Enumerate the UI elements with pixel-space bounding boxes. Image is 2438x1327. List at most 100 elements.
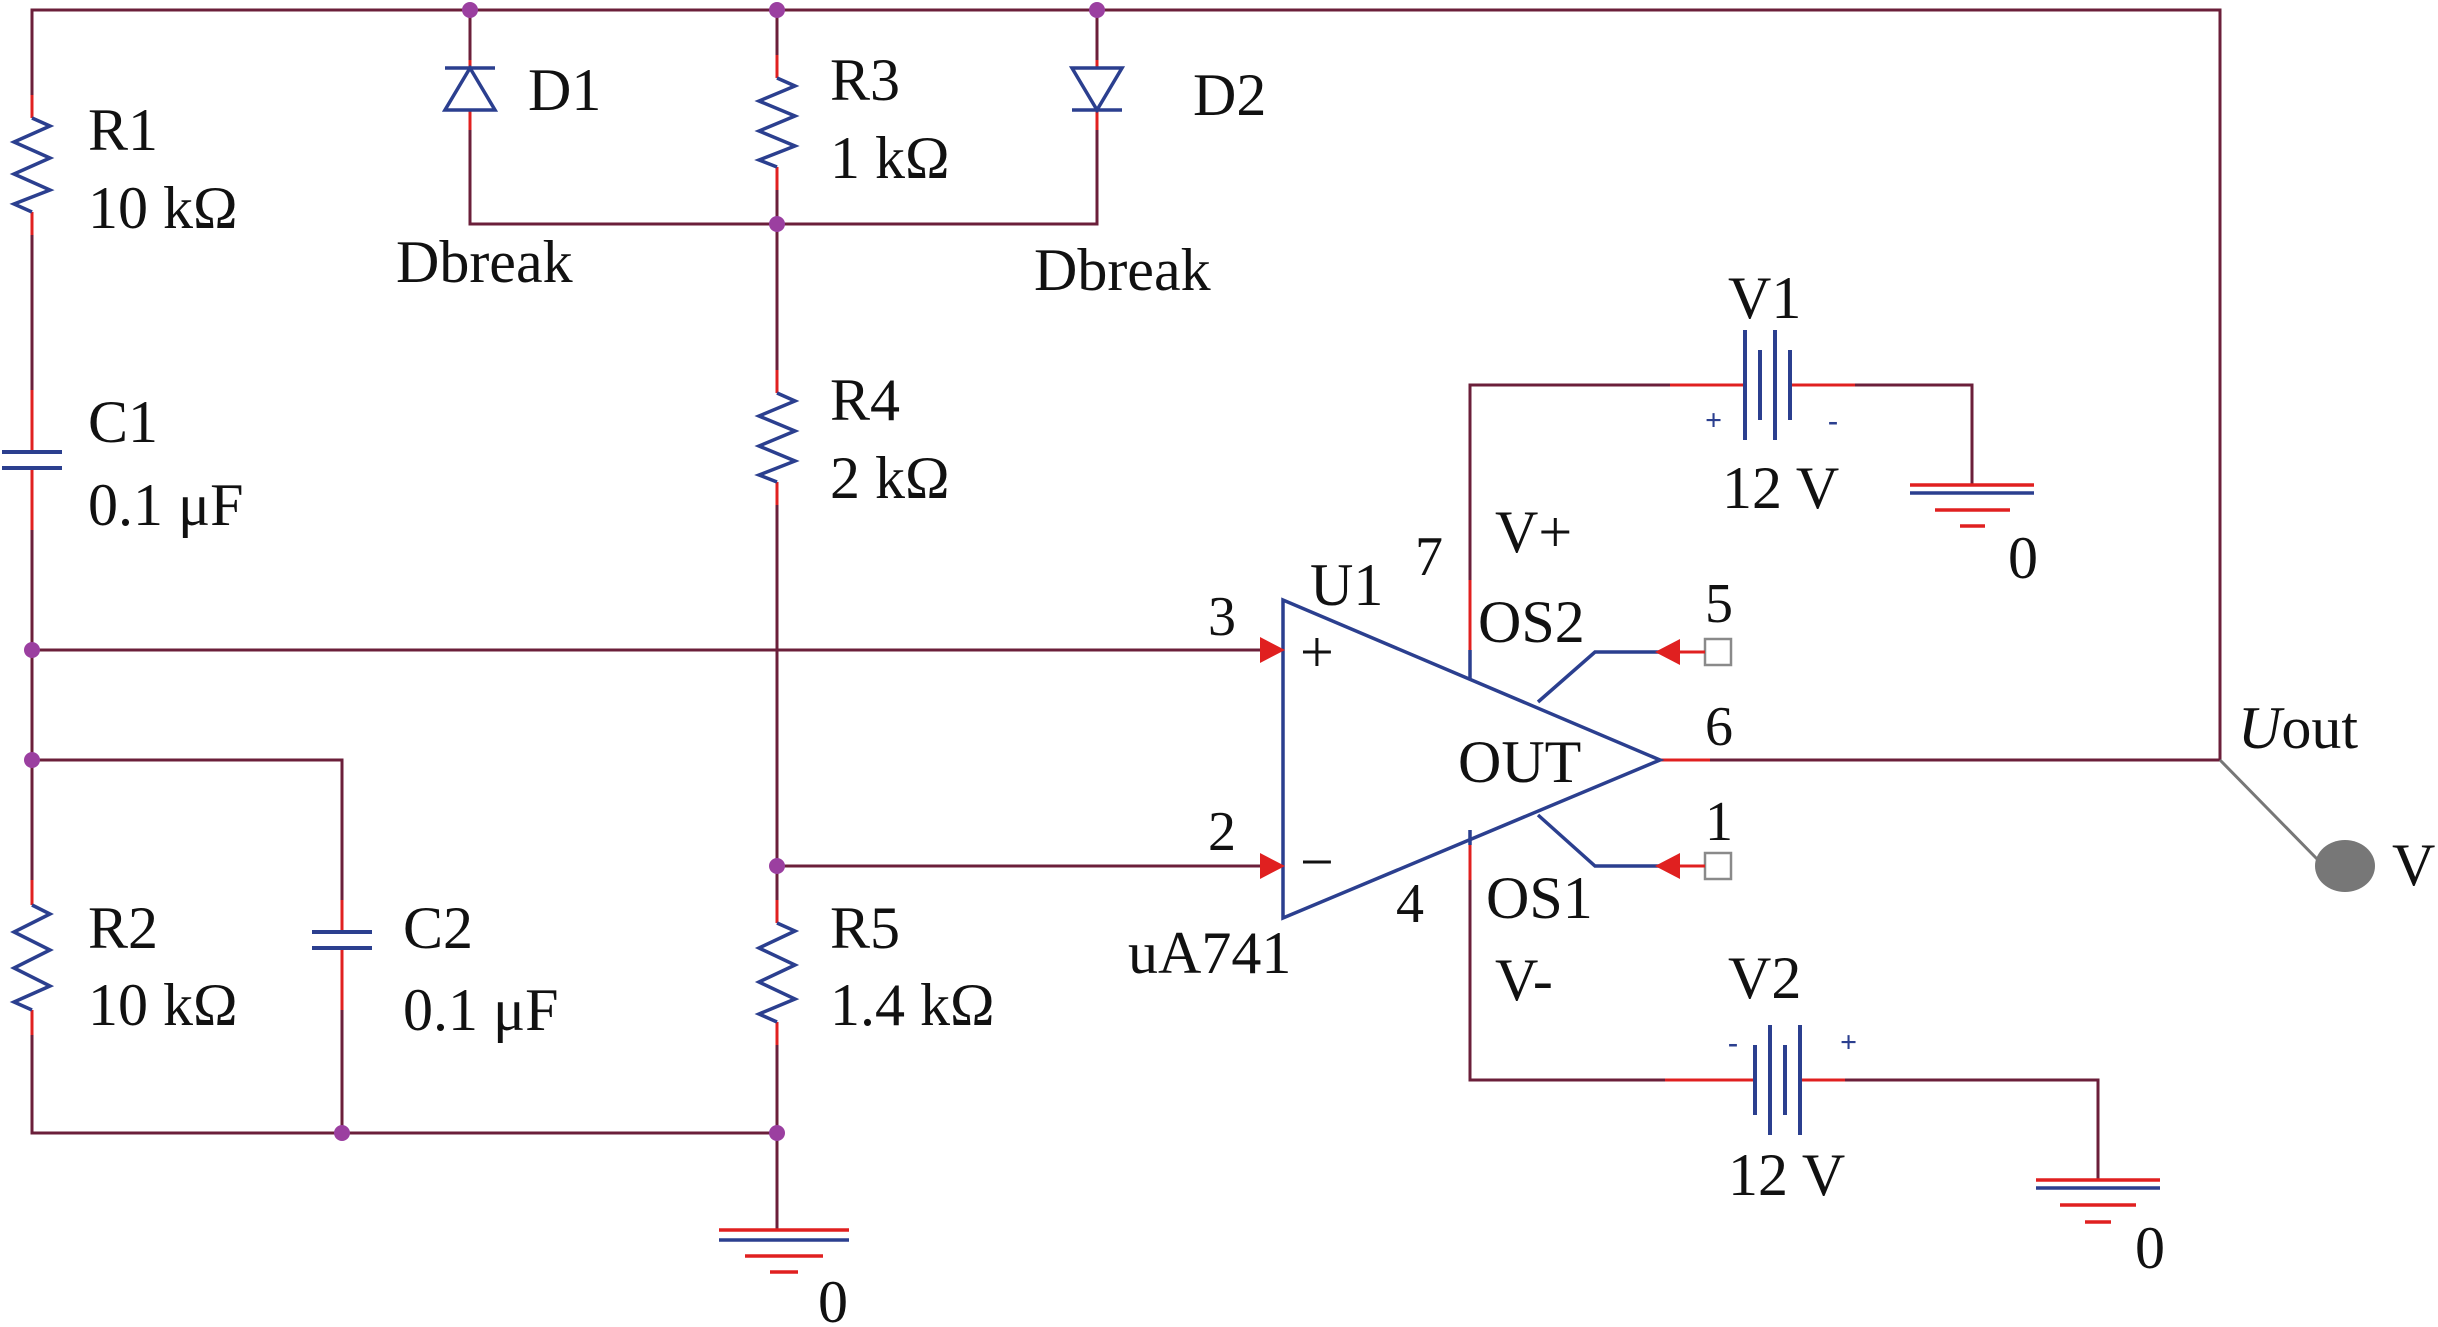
batteries bbox=[1743, 330, 1802, 1135]
capacitors bbox=[2, 450, 372, 950]
ground-v1-icon bbox=[1910, 483, 2034, 528]
resistor-r5 bbox=[754, 921, 800, 1024]
wire-vminus bbox=[1468, 878, 1667, 1082]
pin-noninv-arrow bbox=[1260, 637, 1285, 663]
junction-dot bbox=[462, 2, 478, 18]
wire-c2-top bbox=[30, 758, 344, 902]
output-probe bbox=[2218, 758, 2375, 892]
v1-plus-mark: + bbox=[1705, 404, 1722, 437]
os2-pin-box bbox=[1703, 637, 1733, 667]
r3-value: 1 kΩ bbox=[830, 125, 950, 191]
r4-ref: R4 bbox=[830, 367, 900, 433]
junctions bbox=[24, 2, 1105, 1141]
battery-v1 bbox=[1743, 330, 1792, 440]
diodes bbox=[441, 64, 1126, 114]
wire-v1-ground bbox=[1853, 383, 1974, 487]
r1-value: 10 kΩ bbox=[88, 175, 238, 241]
resistors bbox=[9, 76, 800, 1024]
d2-model: Dbreak bbox=[1034, 237, 1211, 303]
u1-pin-vminus: 4 bbox=[1396, 873, 1424, 935]
resistor-r2 bbox=[9, 903, 55, 1012]
u1-pin-os2: 5 bbox=[1705, 573, 1733, 635]
resistor-r1 bbox=[9, 116, 55, 214]
wire-left-bottom bbox=[30, 1033, 779, 1135]
u1-pin-os1: 1 bbox=[1705, 791, 1733, 853]
junction-dot bbox=[769, 1125, 785, 1141]
voltage-probe-icon[interactable] bbox=[2315, 840, 2375, 892]
capacitor-c2 bbox=[312, 930, 372, 950]
u1-minus-sign: − bbox=[1300, 829, 1334, 895]
os1-lead bbox=[1536, 813, 1660, 868]
u1-vminus-label: V- bbox=[1495, 947, 1553, 1013]
c2-value: 0.1 μF bbox=[403, 977, 559, 1043]
wire-diode-bridge bbox=[468, 128, 1099, 226]
wire-vplus bbox=[1468, 383, 1672, 582]
capacitor-c1 bbox=[2, 450, 62, 470]
junction-dot bbox=[24, 642, 40, 658]
resistor-r4 bbox=[754, 391, 800, 484]
u1-plus-sign: + bbox=[1300, 619, 1334, 685]
r1-ref: R1 bbox=[88, 97, 158, 163]
battery-v2 bbox=[1753, 1025, 1802, 1135]
v2-plus-mark: + bbox=[1840, 1026, 1857, 1059]
diode-d1 bbox=[441, 64, 499, 112]
r2-value: 10 kΩ bbox=[88, 972, 238, 1038]
r3-ref: R3 bbox=[830, 47, 900, 113]
v1-ref: V1 bbox=[1728, 265, 1801, 331]
d2-ref: D2 bbox=[1193, 62, 1266, 128]
resistor-r3 bbox=[754, 76, 800, 169]
u1-pin-out: 6 bbox=[1705, 696, 1733, 758]
r5-ref: R5 bbox=[830, 895, 900, 961]
pin-os2-arrow bbox=[1655, 639, 1680, 665]
ground-main-icon bbox=[719, 1228, 849, 1274]
output-net-label-italic: U bbox=[2238, 695, 2285, 761]
u1-model: uA741 bbox=[1128, 920, 1291, 986]
c1-value: 0.1 μF bbox=[88, 472, 244, 538]
diode-d2 bbox=[1068, 66, 1126, 114]
d1-model: Dbreak bbox=[396, 229, 573, 295]
grounds bbox=[719, 483, 2160, 1274]
opamp-u1 bbox=[1260, 597, 1733, 921]
r2-ref: R2 bbox=[88, 895, 158, 961]
wires bbox=[30, 8, 2222, 1232]
junction-dot bbox=[769, 216, 785, 232]
junction-dot bbox=[1089, 2, 1105, 18]
junction-dot bbox=[334, 1125, 350, 1141]
u1-ref: U1 bbox=[1310, 552, 1383, 618]
wire-v2-ground bbox=[1843, 1078, 2100, 1182]
junction-dot bbox=[24, 752, 40, 768]
junction-dot bbox=[769, 2, 785, 18]
ground-main-label: 0 bbox=[818, 1269, 848, 1327]
u1-pin-inv: 2 bbox=[1208, 801, 1236, 863]
wire-top-rail bbox=[30, 8, 2222, 762]
ground-v2-icon bbox=[2036, 1178, 2160, 1224]
u1-vplus-label: V+ bbox=[1495, 499, 1572, 565]
r5-value: 1.4 kΩ bbox=[830, 972, 995, 1038]
c2-ref: C2 bbox=[403, 895, 473, 961]
pin-inv-arrow bbox=[1260, 853, 1285, 879]
output-net-label-rest: out bbox=[2281, 695, 2358, 761]
u1-pin-vplus: 7 bbox=[1415, 526, 1443, 588]
v2-value: 12 V bbox=[1728, 1142, 1845, 1208]
u1-pin-noninv: 3 bbox=[1208, 586, 1236, 648]
d1-ref: D1 bbox=[528, 57, 601, 123]
labels: R1 10 kΩ C1 0.1 μF R2 10 kΩ C2 0.1 μF D1… bbox=[88, 47, 2435, 1327]
os1-pin-box bbox=[1703, 851, 1733, 881]
u1-out-label: OUT bbox=[1458, 729, 1581, 795]
c1-ref: C1 bbox=[88, 389, 158, 455]
probe-label: V bbox=[2392, 832, 2435, 898]
r4-value: 2 kΩ bbox=[830, 445, 950, 511]
u1-os2-label: OS2 bbox=[1478, 589, 1585, 655]
junction-dot bbox=[769, 858, 785, 874]
v1-minus-mark: - bbox=[1828, 404, 1838, 437]
pin-os1-arrow bbox=[1655, 853, 1680, 879]
v1-value: 12 V bbox=[1722, 455, 1839, 521]
ground-v2-label: 0 bbox=[2135, 1215, 2165, 1281]
v2-ref: V2 bbox=[1728, 945, 1801, 1011]
v2-minus-mark: - bbox=[1728, 1026, 1738, 1059]
pin-leads bbox=[30, 55, 1855, 1082]
ground-v1-label: 0 bbox=[2008, 525, 2038, 591]
os2-lead bbox=[1536, 650, 1660, 704]
output-net-label: Uout bbox=[2238, 695, 2358, 761]
